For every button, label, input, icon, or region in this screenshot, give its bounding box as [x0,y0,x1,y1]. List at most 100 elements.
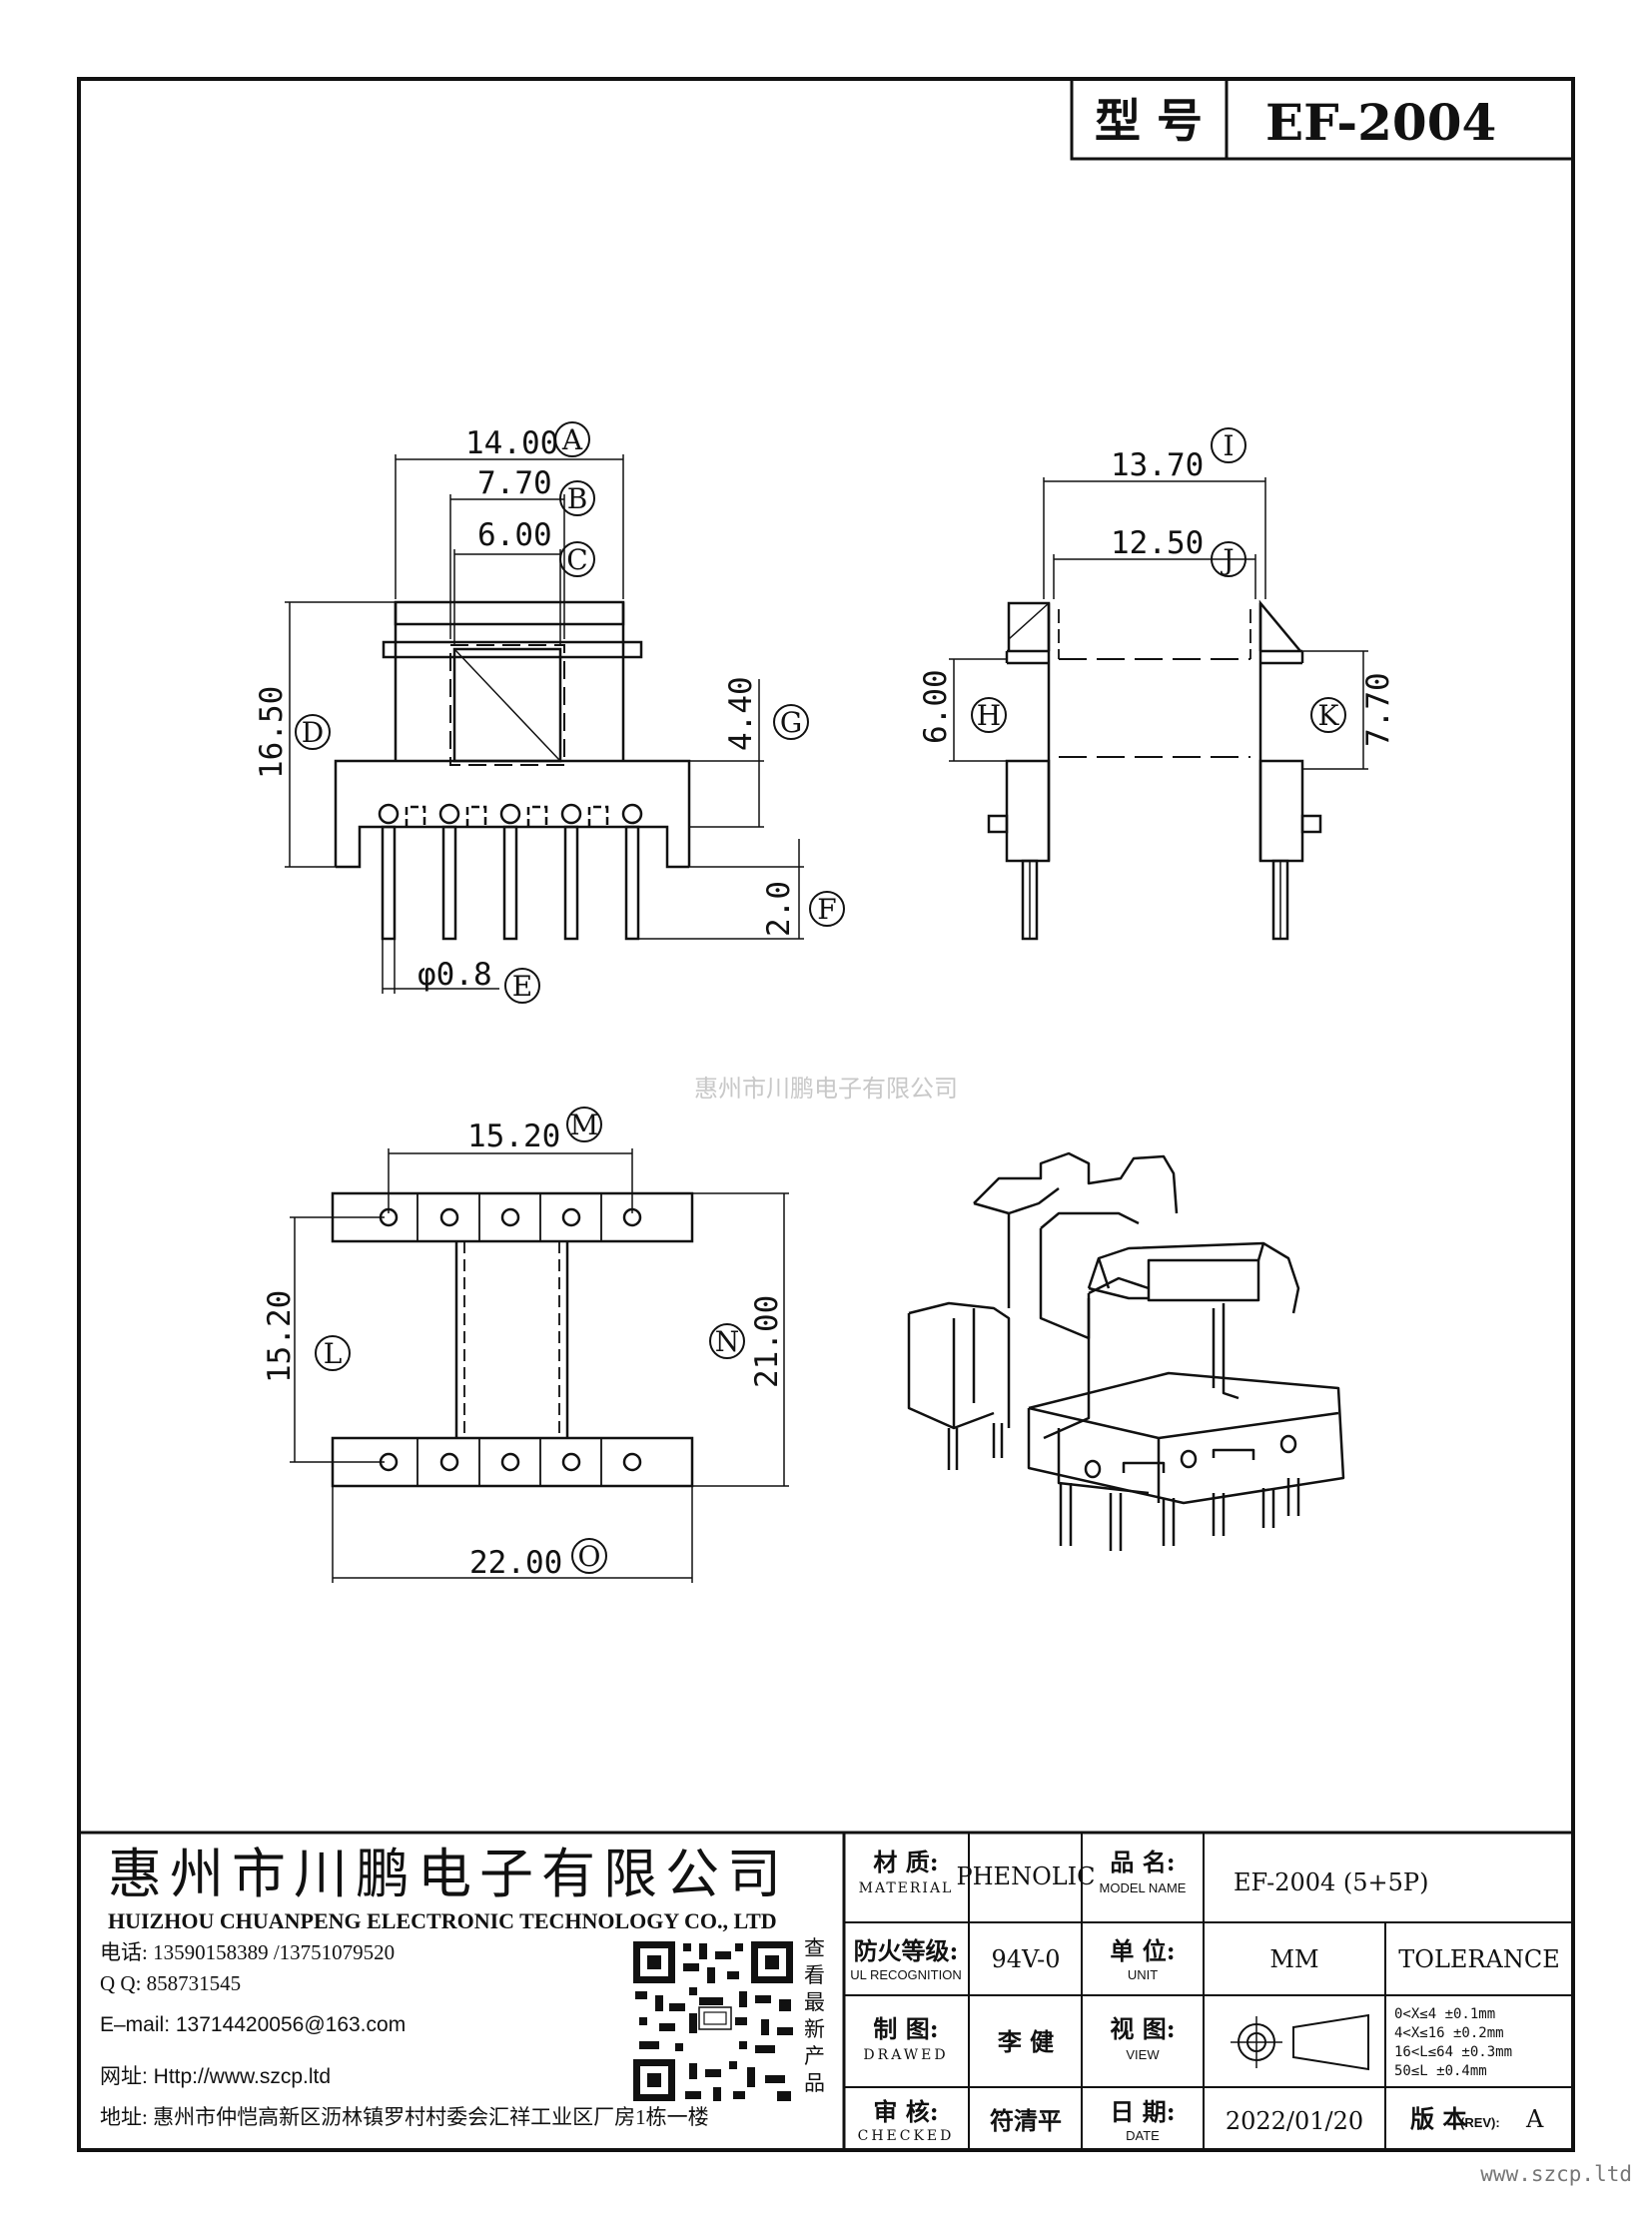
checked-value: 符清平 [990,2106,1062,2135]
dim-m-letter: M [570,1109,599,1141]
dim-f-value: 2.0 [761,881,797,937]
dim-k-letter: K [1318,699,1340,732]
unit-label-en: UNIT [1128,1967,1158,1982]
company-phone: 电话: 13590158389 /13751079520 [100,1940,395,1964]
qr-caption-char: 新 [804,2017,825,2041]
dim-l-value: 15.20 [262,1290,298,1383]
dim-l-marker [315,1335,351,1371]
dim-m-marker [566,1107,602,1142]
dim-b-marker [559,480,595,516]
dim-k-marker [1310,697,1346,733]
material-label: 材 质: [873,1848,938,1876]
fire-label-en: UL RECOGNITION [850,1967,961,1982]
dim-e-value: φ0.8 [417,957,492,993]
dim-m-value: 15.20 [467,1118,560,1154]
fire-label: 防火等级: [854,1936,959,1965]
dim-a-marker [554,421,590,457]
side-view [949,477,1368,941]
dim-f-marker [809,891,845,927]
dim-i-letter: I [1223,429,1234,462]
tolerance-row: 50≤L ±0.4mm [1394,2063,1487,2079]
dim-h-letter: H [977,699,1001,732]
tolerance-row: 4<X≤16 ±0.2mm [1394,2025,1504,2041]
drawn-label-en: DRAWED [863,2047,948,2063]
tolerance-label: TOLERANCE [1398,1945,1559,1973]
dim-e-letter: E [512,970,532,1003]
dim-c-letter: C [566,543,587,576]
dim-h-marker [971,697,1007,733]
dim-o-value: 22.00 [469,1545,562,1581]
tolerance-row: 16<L≤64 ±0.3mm [1394,2044,1512,2060]
company-name-cn: 惠州市川鹏电子有限公司 [108,1843,789,1905]
rev-value: A [1525,2105,1544,2133]
model-name-label-en: MODEL NAME [1100,1880,1187,1895]
dim-f-letter: F [817,893,836,926]
material-value: PHENOLIC [956,1862,1095,1890]
dim-b-letter: B [567,482,588,515]
dim-c-value: 6.00 [477,517,552,553]
model-header: 型 号 EF-2004 [1070,77,1575,161]
bottom-view-dims: 15.20 M 15.20 L 21.00 N 22.00 O [262,1107,785,1581]
material-label-en: MATERIAL [859,1880,954,1896]
dim-h-value: 6.00 [918,669,954,744]
company-qq: Q Q: 858731545 [100,1971,241,1995]
view-label-en: VIEW [1126,2047,1160,2062]
dim-j-marker [1211,541,1246,577]
isometric-view [907,1151,1345,1551]
qr-caption: 查 看 最 新 产 品 [804,1936,825,2095]
front-view-dims: 14.00 A 7.70 B 6.00 C 16.50 D 4.40 G 2.0… [254,421,845,1004]
drawn-value: 李 健 [998,2027,1054,2056]
dim-j-letter: J [1220,543,1234,576]
dim-g-letter: G [780,706,802,739]
dim-d-value: 16.50 [254,686,290,779]
qr-caption-char: 最 [804,1990,825,2014]
date-label: 日 期: [1110,2097,1175,2126]
front-view [285,454,804,994]
company-name-en: HUIZHOU CHUANPENG ELECTRONIC TECHNOLOGY … [108,1908,777,1933]
qr-code[interactable] [629,1937,797,2105]
qr-caption-char: 查 [804,1936,825,1960]
company-info: 惠州市川鹏电子有限公司 HUIZHOU CHUANPENG ELECTRONIC… [100,1843,825,2129]
fire-value: 94V-0 [991,1945,1060,1973]
qr-caption-char: 产 [804,2044,825,2068]
watermark: 惠州市川鹏电子有限公司 [694,1075,958,1103]
dim-k-value: 7.70 [1360,672,1396,747]
dim-c-marker [559,541,595,577]
company-website: 网址: Http://www.szcp.ltd [100,2065,331,2088]
company-address: 地址: 惠州市仲恺高新区沥林镇罗村村委会汇祥工业区厂房1栋一楼 [100,2105,709,2129]
unit-value: MM [1269,1945,1318,1973]
dim-d-letter: D [302,716,324,749]
drawn-label: 制 图: [873,2014,938,2043]
dim-e-marker [504,968,540,1004]
dim-a-letter: A [561,423,583,456]
dim-a-value: 14.00 [465,425,558,461]
dim-g-value: 4.40 [723,676,759,751]
company-email: E–mail: 13714420056@163.com [100,2013,406,2036]
sheet-border [77,77,1575,2152]
model-label: 型 号 [1095,94,1203,148]
projection-symbol-icon [1231,2013,1369,2071]
view-label: 视 图: [1110,2014,1175,2043]
dim-n-marker [709,1323,745,1359]
qr-caption-char: 看 [804,1963,825,1987]
dim-n-value: 21.00 [749,1295,785,1388]
dim-b-value: 7.70 [477,465,552,501]
rev-label: 版 本 [1410,2104,1466,2133]
model-name-value: EF-2004 (5+5P) [1234,1868,1428,1896]
dim-i-marker [1211,427,1246,463]
dim-g-marker [773,704,809,740]
bottom-view [290,1148,789,1583]
dim-d-marker [295,714,331,750]
rev-label-en: (REV): [1460,2115,1500,2130]
title-block [79,1831,1573,2150]
dim-i-value: 13.70 [1111,447,1204,483]
checked-label: 审 核: [873,2097,938,2126]
dim-j-value: 12.50 [1111,525,1204,561]
side-view-dims: 13.70 I 12.50 J 6.00 H 7.70 K [918,427,1396,747]
date-label-en: DATE [1126,2128,1160,2143]
dim-l-letter: L [324,1337,343,1370]
unit-label: 单 位: [1110,1936,1175,1965]
qr-caption-char: 品 [804,2071,825,2095]
dim-o-letter: O [578,1540,601,1573]
